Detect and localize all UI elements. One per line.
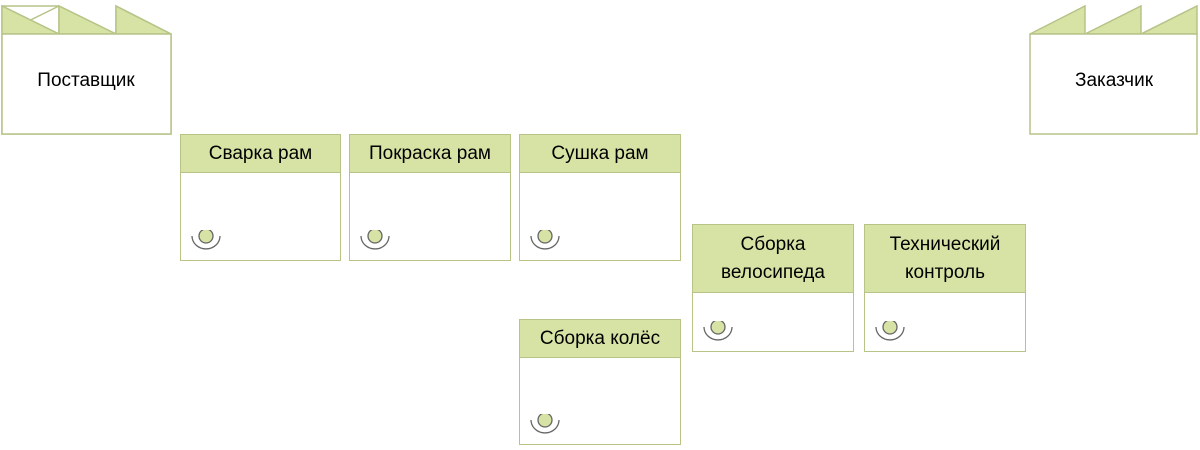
process-title: Сборка колёс	[520, 320, 680, 358]
process-title: Технический контроль	[865, 225, 1025, 293]
process-title: Сборка велосипеда	[693, 225, 853, 293]
process-box-welding: Сварка рам	[180, 134, 341, 261]
process-title: Сушка рам	[520, 135, 680, 173]
process-box-painting: Покраска рам	[349, 134, 511, 261]
supplier-factory: Поставщик	[0, 0, 172, 136]
process-title: Покраска рам	[350, 135, 510, 173]
operator-icon	[358, 230, 392, 252]
operator-icon	[189, 230, 223, 252]
operator-icon	[701, 321, 735, 343]
operator-icon	[528, 414, 562, 436]
process-box-wheel-assembly: Сборка колёс	[519, 319, 681, 445]
process-title: Сварка рам	[181, 135, 340, 173]
process-box-quality-control: Технический контроль	[864, 224, 1026, 352]
customer-factory: Заказчик	[1028, 0, 1200, 136]
customer-label: Заказчик	[1074, 70, 1154, 91]
operator-icon	[873, 321, 907, 343]
operator-icon	[528, 230, 562, 252]
supplier-label: Поставщик	[37, 70, 135, 91]
factory-icon	[1029, 4, 1198, 135]
process-box-drying: Сушка рам	[519, 134, 681, 261]
process-box-bike-assembly: Сборка велосипеда	[692, 224, 854, 352]
factory-icon	[1, 4, 172, 135]
